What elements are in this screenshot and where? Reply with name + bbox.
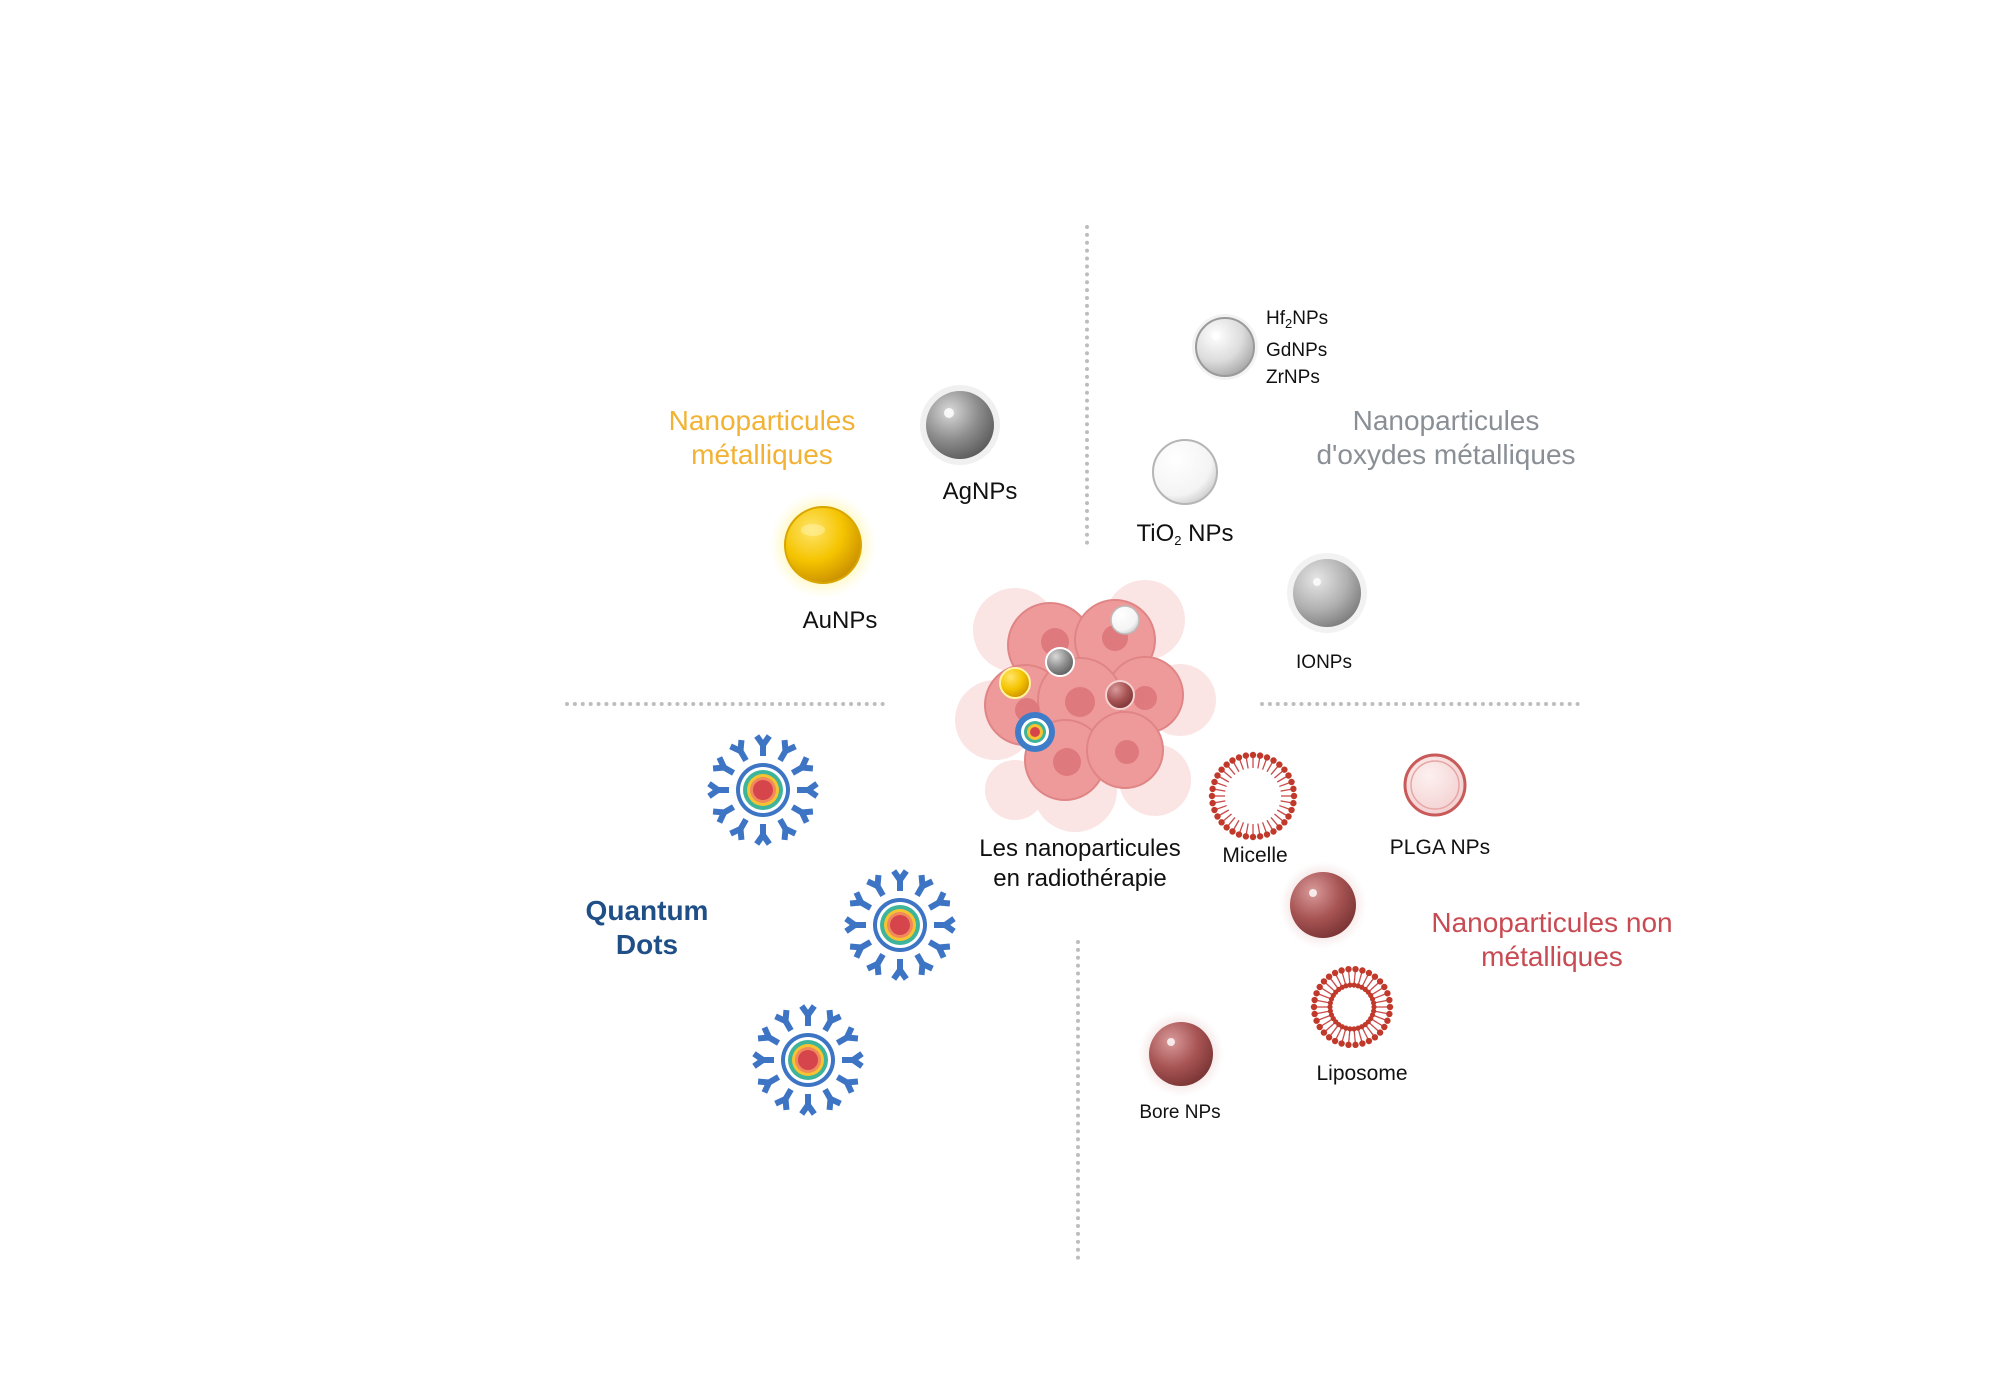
plga-icon [1403,753,1467,817]
agnps-label: AgNPs [942,478,1018,505]
divider-horizontal-left [565,702,885,706]
bore-sphere-icon-large [1279,861,1367,949]
grey-sphere-icon [1287,553,1367,633]
light-grey-sphere-icon [1192,314,1258,380]
divider-vertical-bottom [1076,940,1080,1260]
micelle-icon [1208,751,1298,841]
hf-nps-label: Hf2NPs GdNPs ZrNPs [1266,305,1328,391]
quantum-dot-icon [707,734,819,846]
tio2-rest: NPs [1181,520,1234,547]
divider-vertical-top [1085,225,1089,545]
center-title-line1: Les nanoparticules [979,835,1181,862]
hf-rest: NPs [1292,308,1329,329]
silver-sphere-icon [920,385,1000,465]
category-nonmetallic-line2: métalliques [1481,941,1623,972]
center-title: Les nanoparticules en radiothérapie [979,834,1180,894]
category-metallic-line2: métalliques [691,439,833,470]
white-sphere-icon [1152,439,1218,505]
quantum-dot-icon [844,869,956,981]
liposome-icon [1310,965,1394,1049]
quantum-dot-icon [752,1004,864,1116]
category-oxide-line2: d'oxydes métalliques [1316,439,1576,470]
tio2-subscript: 2 [1174,533,1182,548]
bore-label: Bore NPs [1139,1102,1221,1123]
plga-label: PLGA NPs [1389,836,1491,859]
micelle-label: Micelle [1222,844,1288,867]
tio2-base: TiO [1136,520,1175,547]
bore-sphere-icon [1138,1011,1224,1097]
hf-base: Hf [1266,308,1285,329]
divider-horizontal-right [1260,702,1580,706]
liposome-label: Liposome [1316,1062,1408,1085]
gold-sphere-icon [769,491,877,599]
tio2-label: TiO2 NPs [1136,520,1233,548]
center-title-line2: en radiothérapie [993,865,1167,892]
category-oxide-line1: Nanoparticules [1352,405,1540,436]
category-metallic-title: Nanoparticules métalliques [669,404,856,472]
category-nonmetallic-title: Nanoparticules non métalliques [1431,906,1672,974]
category-metallic-line1: Nanoparticules [668,405,856,436]
category-quantum-line1: Quantum [585,895,709,926]
aunps-label: AuNPs [802,607,878,634]
gd-nps-label: GdNPs [1266,340,1328,361]
category-quantum-title: Quantum Dots [586,894,709,962]
zr-nps-label: ZrNPs [1266,367,1320,388]
tumor-cell-cluster-icon [955,580,1216,832]
hf-subscript: 2 [1285,316,1293,331]
ionps-label: IONPs [1296,652,1352,673]
category-quantum-line2: Dots [615,929,679,960]
category-nonmetallic-line1: Nanoparticules non [1431,907,1673,938]
category-oxide-title: Nanoparticules d'oxydes métalliques [1316,404,1575,472]
